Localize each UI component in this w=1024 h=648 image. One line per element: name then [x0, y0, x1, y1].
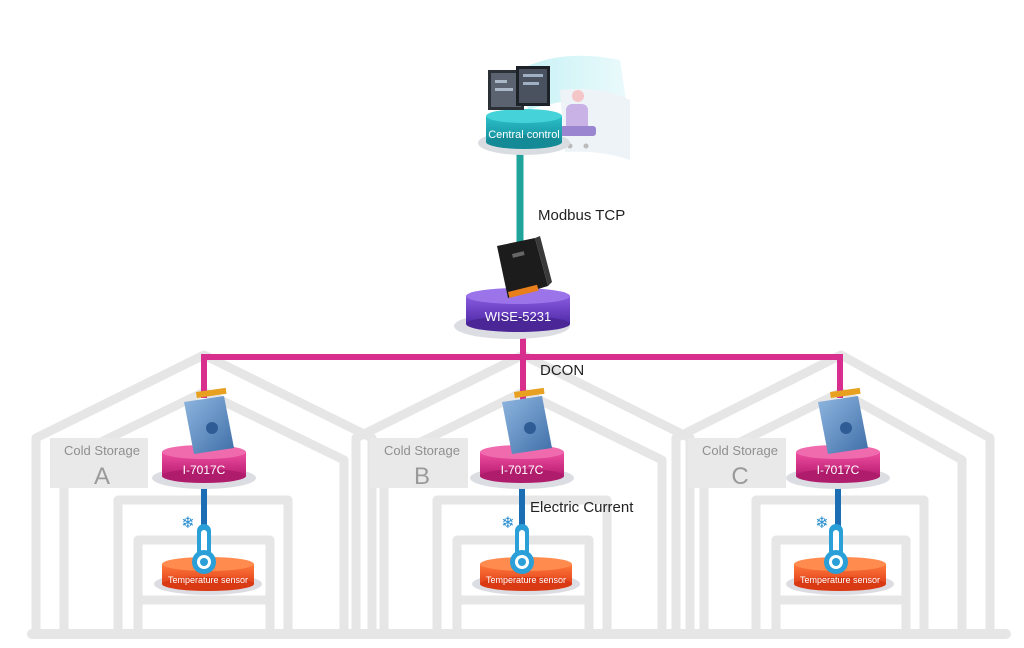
io-module-icon [184, 387, 234, 454]
electric-current-label: Electric Current [530, 499, 634, 516]
dcon-bus [201, 330, 843, 400]
gateway-device-icon [497, 236, 552, 298]
sensor-a: Temperature sensor ❄ [154, 515, 262, 595]
cold-storage-label-b: Cold Storage B [370, 438, 468, 490]
module-b: I-7017C [470, 387, 574, 489]
io-module-icon [818, 387, 868, 454]
module-label: I-7017C [501, 463, 544, 477]
central-control-label: Central control [488, 129, 560, 141]
cold-storage-label-c: Cold Storage C [688, 438, 786, 490]
thermometer-icon [192, 524, 216, 574]
cold-storage-title: Cold Storage [384, 443, 460, 458]
cold-storage-title: Cold Storage [702, 443, 778, 458]
cold-storage-letter: C [731, 463, 748, 490]
cold-storage-label-a: Cold Storage A [50, 438, 148, 490]
sensor-c: Temperature sensor ❄ [786, 515, 894, 595]
sensor-b: Temperature sensor ❄ [472, 515, 580, 595]
modbus-tcp-label: Modbus TCP [538, 207, 625, 224]
thermometer-icon [824, 524, 848, 574]
snowflake-icon: ❄ [815, 515, 828, 532]
cold-storage-title: Cold Storage [64, 443, 140, 458]
engineer-icon [560, 90, 596, 149]
thermometer-icon [510, 524, 534, 574]
central-control: Central control [478, 55, 630, 160]
sensor-label: Temperature sensor [486, 575, 566, 585]
cold-storage-letter: B [414, 463, 430, 490]
snowflake-icon: ❄ [181, 515, 194, 532]
module-a: I-7017C [152, 387, 256, 489]
cold-storage-letter: A [94, 463, 110, 490]
io-module-icon [502, 387, 552, 454]
dcon-label: DCON [540, 362, 584, 379]
gateway-label: WISE-5231 [485, 309, 551, 324]
monitor-icon [488, 66, 550, 110]
sensor-label: Temperature sensor [800, 575, 880, 585]
gateway-wise-5231: WISE-5231 [454, 236, 570, 339]
snowflake-icon: ❄ [501, 515, 514, 532]
module-label: I-7017C [817, 463, 860, 477]
sensor-label: Temperature sensor [168, 575, 248, 585]
module-c: I-7017C [786, 387, 890, 489]
module-label: I-7017C [183, 463, 226, 477]
